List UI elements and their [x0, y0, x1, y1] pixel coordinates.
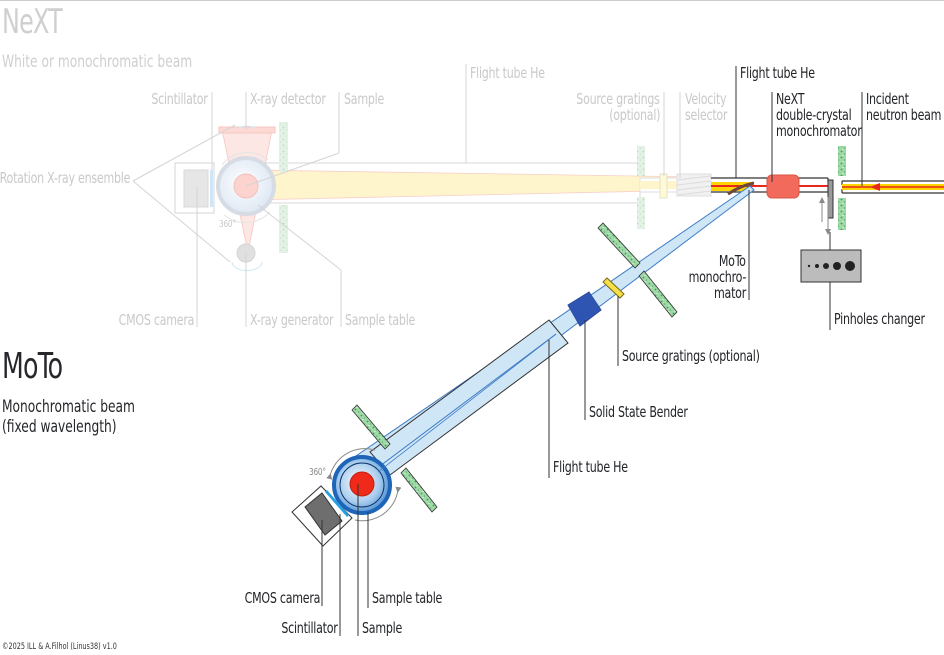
leader-lines — [321, 66, 863, 636]
moto-shield-c — [351, 404, 391, 450]
velocity-selector — [676, 173, 712, 197]
label-next-sample: Sample — [344, 90, 385, 108]
moto-arm — [291, 185, 755, 547]
label-next-360: 360° — [219, 219, 236, 230]
next-shield-b — [279, 205, 288, 253]
beamline — [711, 146, 944, 283]
label-next-monochromator-2: double-crystal — [776, 106, 852, 124]
next-monochromator — [766, 174, 800, 199]
label-moto-flight-tube: Flight tube He — [553, 458, 628, 476]
next-beam-neck — [640, 181, 700, 189]
label-next-monochromator-1: NeXT — [776, 90, 805, 108]
next-scintillator — [210, 170, 213, 207]
moto-sample — [349, 471, 375, 497]
next-gen-rotation — [231, 261, 263, 272]
label-next-flight-tube: Flight tube He — [470, 64, 545, 82]
next-rotation-arrow-bottom — [223, 211, 271, 224]
moto-subtitle: Monochromatic beam (fixed wavelength) — [2, 397, 135, 437]
next-leader-lines — [132, 64, 681, 327]
top-border — [0, 0, 944, 1]
label-xray-generator: X-ray generator — [250, 311, 334, 329]
shield-bottom — [838, 198, 846, 230]
next-shield-a — [279, 122, 288, 172]
label-incident-2: neutron beam — [866, 106, 942, 124]
next-shield-top — [637, 146, 645, 176]
moto-rotation-arrow-bottom — [354, 486, 402, 522]
shield-top — [838, 146, 846, 176]
label-moto-cmos-camera: CMOS camera — [244, 589, 320, 607]
label-next-source-gratings: Source gratings — [576, 90, 661, 108]
moto-monochromator-crystal — [727, 181, 755, 196]
next-det-rotation — [237, 125, 257, 129]
moto-subtitle-1: Monochromatic beam — [2, 397, 135, 417]
next-source-gratings — [659, 173, 668, 199]
label-solid-state-bender: Solid State Bender — [589, 403, 688, 421]
next-shield-bottom — [637, 197, 645, 229]
beam-direction-arrow — [870, 183, 880, 191]
label-next-cmos-camera: CMOS camera — [118, 311, 194, 329]
label-moto-360: 360° — [309, 467, 326, 478]
label-next-monochromator-3: monochromator — [776, 122, 862, 140]
moto-cmos-camera — [304, 492, 343, 536]
label-incident-1: Incident — [866, 90, 909, 108]
label-next-sample-table: Sample table — [345, 311, 416, 329]
label-next-xray-detector: X-ray detector — [250, 90, 326, 108]
next-rotation-arrow-top — [221, 151, 269, 166]
label-moto-source-gratings: Source gratings (optional) — [622, 347, 760, 365]
next-subtitle: White or monochromatic beam — [2, 52, 193, 72]
copyright: ©2025 ILL & A.Filhol (Linus38) v1.0 — [2, 642, 117, 652]
moto-scintillator — [325, 490, 349, 517]
label-flight-tube: Flight tube He — [740, 64, 815, 82]
label-moto-sample-table: Sample table — [372, 589, 443, 607]
next-title: NeXT — [2, 2, 63, 42]
label-next-scintillator: Scintillator — [151, 90, 208, 108]
moto-subtitle-2: (fixed wavelength) — [2, 417, 117, 437]
moto-rotation-arrow-top — [326, 448, 376, 480]
label-moto-mono-3: mator — [714, 284, 746, 302]
moto-shield-b — [638, 270, 678, 318]
pinholes-changer — [800, 249, 862, 283]
moto-shield-d — [400, 467, 438, 513]
xray-detector — [218, 126, 276, 134]
moto-title: MoTo — [2, 346, 63, 387]
next-setup — [132, 64, 712, 327]
label-velocity-selector-1: Velocity — [685, 90, 727, 108]
solid-state-bender — [567, 291, 602, 327]
label-next-source-gratings-note: (optional) — [608, 106, 660, 124]
label-moto-mono-2: monochro- — [688, 268, 747, 286]
next-cmos-camera — [183, 169, 209, 208]
label-moto-sample: Sample — [362, 619, 403, 637]
moto-shield-a — [597, 222, 641, 269]
label-velocity-selector-2: selector — [685, 106, 728, 124]
pinhole-slider — [827, 179, 834, 219]
label-pinholes-changer: Pinholes changer — [834, 310, 925, 328]
label-moto-scintillator: Scintillator — [281, 619, 338, 637]
label-rotation-xray-ensemble: Rotation X-ray ensemble — [0, 169, 130, 187]
label-moto-mono-1: MoTo — [719, 252, 746, 270]
moto-source-gratings — [602, 277, 625, 299]
